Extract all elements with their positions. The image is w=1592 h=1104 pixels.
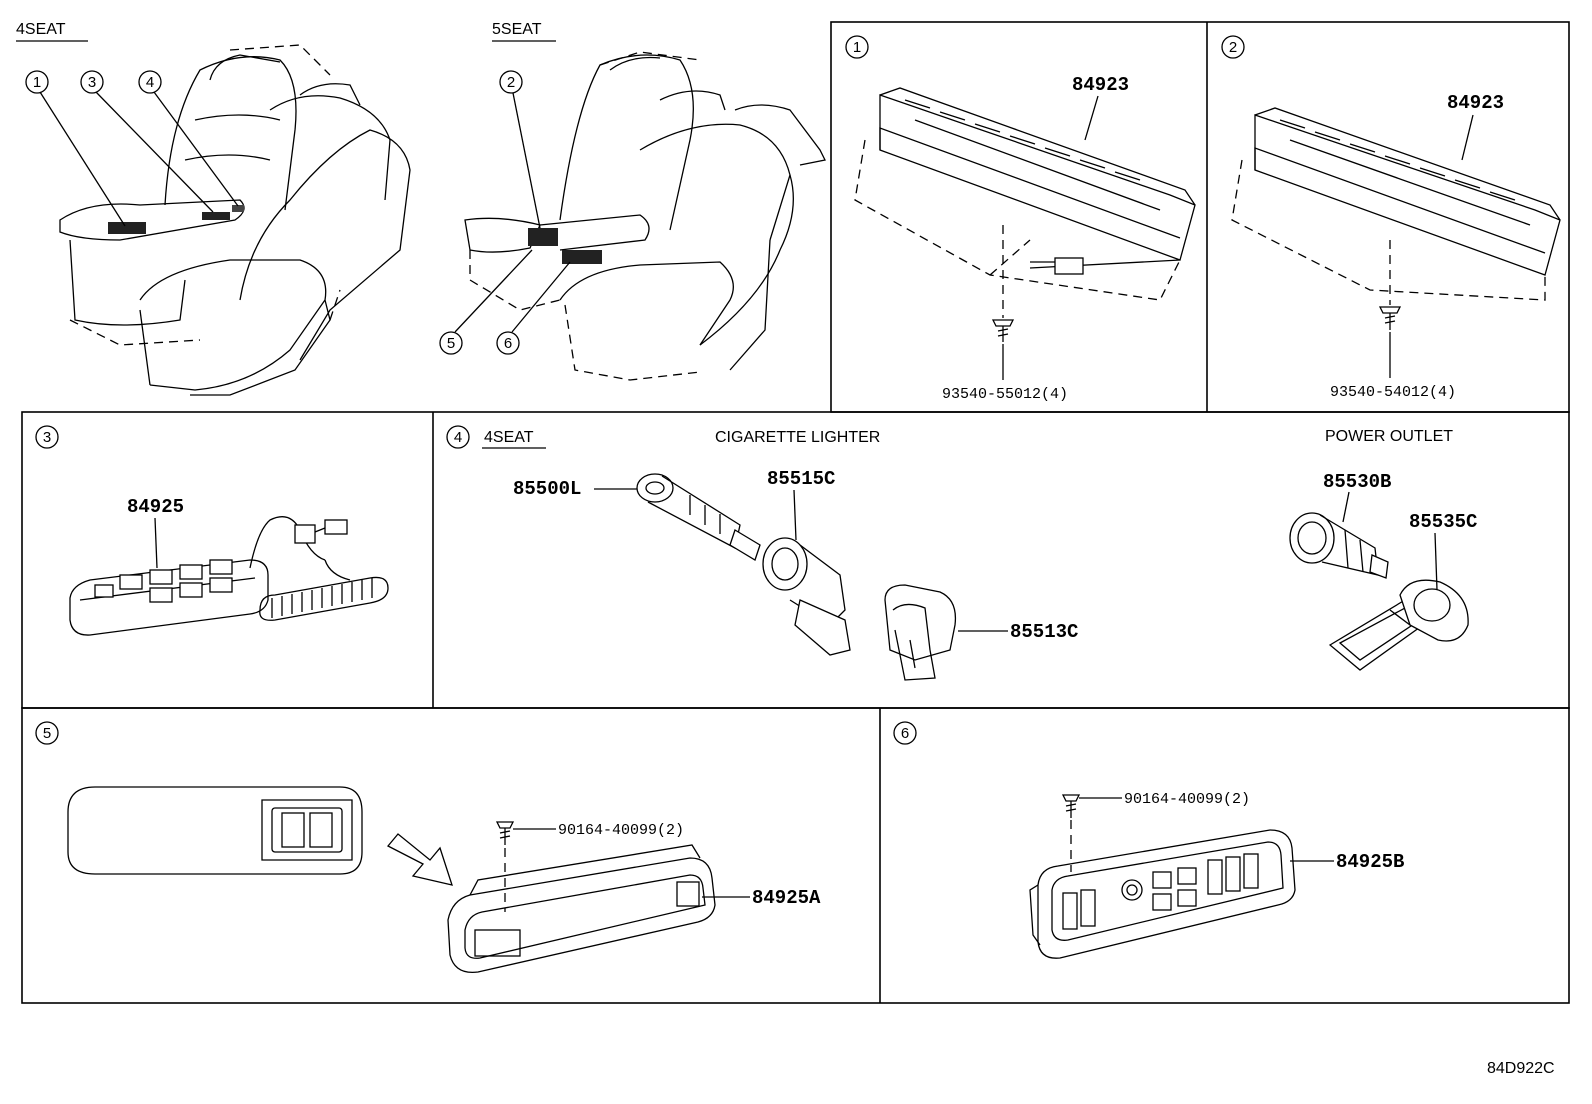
panel-6-number: 6 <box>901 725 909 742</box>
seat4-illustration <box>59 44 411 396</box>
screw-icon <box>1378 240 1402 330</box>
screw-90164-40099-a: 90164-40099(2) <box>558 822 684 839</box>
callout-6: 6 <box>504 335 512 352</box>
seat5-label: 5SEAT <box>492 21 542 38</box>
panel-5-number: 5 <box>43 725 51 742</box>
power-outlet-title: POWER OUTLET <box>1325 428 1453 445</box>
switch-module-84923 <box>854 87 1196 301</box>
part-85515C: 85515C <box>767 468 835 490</box>
switch-module-84923 <box>1231 107 1561 301</box>
panel-5: 5 90164-40099(2) 84925A <box>35 721 821 974</box>
cigarette-lighter-title: CIGARETTE LIGHTER <box>715 429 880 446</box>
callout-1: 1 <box>33 74 41 91</box>
lighter-plug-85500L <box>636 473 761 561</box>
callout-4: 4 <box>146 74 154 91</box>
panel-3-number: 3 <box>43 429 51 446</box>
screw-icon <box>495 821 515 912</box>
switch-bezel-84925A <box>447 844 716 974</box>
armrest-cover <box>67 786 363 875</box>
lighter-retainer-85513C <box>884 584 957 681</box>
part-85530B: 85530B <box>1323 471 1391 493</box>
panel-1: 1 84923 93540-55012(4) <box>845 35 1196 403</box>
lighter-socket-85515C <box>762 537 851 656</box>
seat5-illustration <box>464 51 826 381</box>
seat5-section: 5SEAT 2 5 6 <box>439 21 826 381</box>
panel-3: 3 84925 <box>35 425 389 636</box>
power-outlet-plug-85530B <box>1289 512 1389 579</box>
screw-90164-40099-b: 90164-40099(2) <box>1124 791 1250 808</box>
remote-controller-84925 <box>69 516 389 636</box>
arrow-icon <box>386 833 453 886</box>
callout-2: 2 <box>507 74 515 91</box>
seat4-callouts: 1 3 4 <box>25 70 239 227</box>
seat5-callouts: 2 5 6 <box>439 70 571 355</box>
part-84925B: 84925B <box>1336 851 1404 873</box>
part-84925A: 84925A <box>752 887 821 909</box>
panel-2-number: 2 <box>1229 39 1237 56</box>
panel-2: 2 84923 93540-54012(4) <box>1221 35 1561 401</box>
panel-frames <box>21 21 1570 1004</box>
power-outlet-socket-85535C <box>1328 579 1469 671</box>
callout-5: 5 <box>447 335 455 352</box>
panel-4-number: 4 <box>454 429 462 446</box>
screw-icon <box>1061 794 1081 872</box>
screw-93540-54012: 93540-54012(4) <box>1330 384 1456 401</box>
screw-icon <box>991 225 1015 342</box>
panel-1-number: 1 <box>853 39 861 56</box>
callout-3: 3 <box>88 74 96 91</box>
panel-4-seat-label: 4SEAT <box>484 429 534 446</box>
seat4-section: 4SEAT 1 3 <box>16 21 411 396</box>
switch-panel-84925B <box>1029 829 1296 959</box>
part-84925: 84925 <box>127 496 184 518</box>
part-84923-a: 84923 <box>1072 74 1129 96</box>
part-85513C: 85513C <box>1010 621 1078 643</box>
diagram-code: 84D922C <box>1487 1060 1555 1077</box>
seat4-label: 4SEAT <box>16 21 66 38</box>
part-84923-b: 84923 <box>1447 92 1504 114</box>
screw-93540-55012: 93540-55012(4) <box>942 386 1068 403</box>
panel-4: 4 4SEAT CIGARETTE LIGHTER POWER OUTLET 8… <box>446 425 1477 681</box>
panel-6: 6 90164-40099(2) 84925B <box>893 721 1404 959</box>
part-85500L: 85500L <box>513 478 581 500</box>
part-85535C: 85535C <box>1409 511 1477 533</box>
